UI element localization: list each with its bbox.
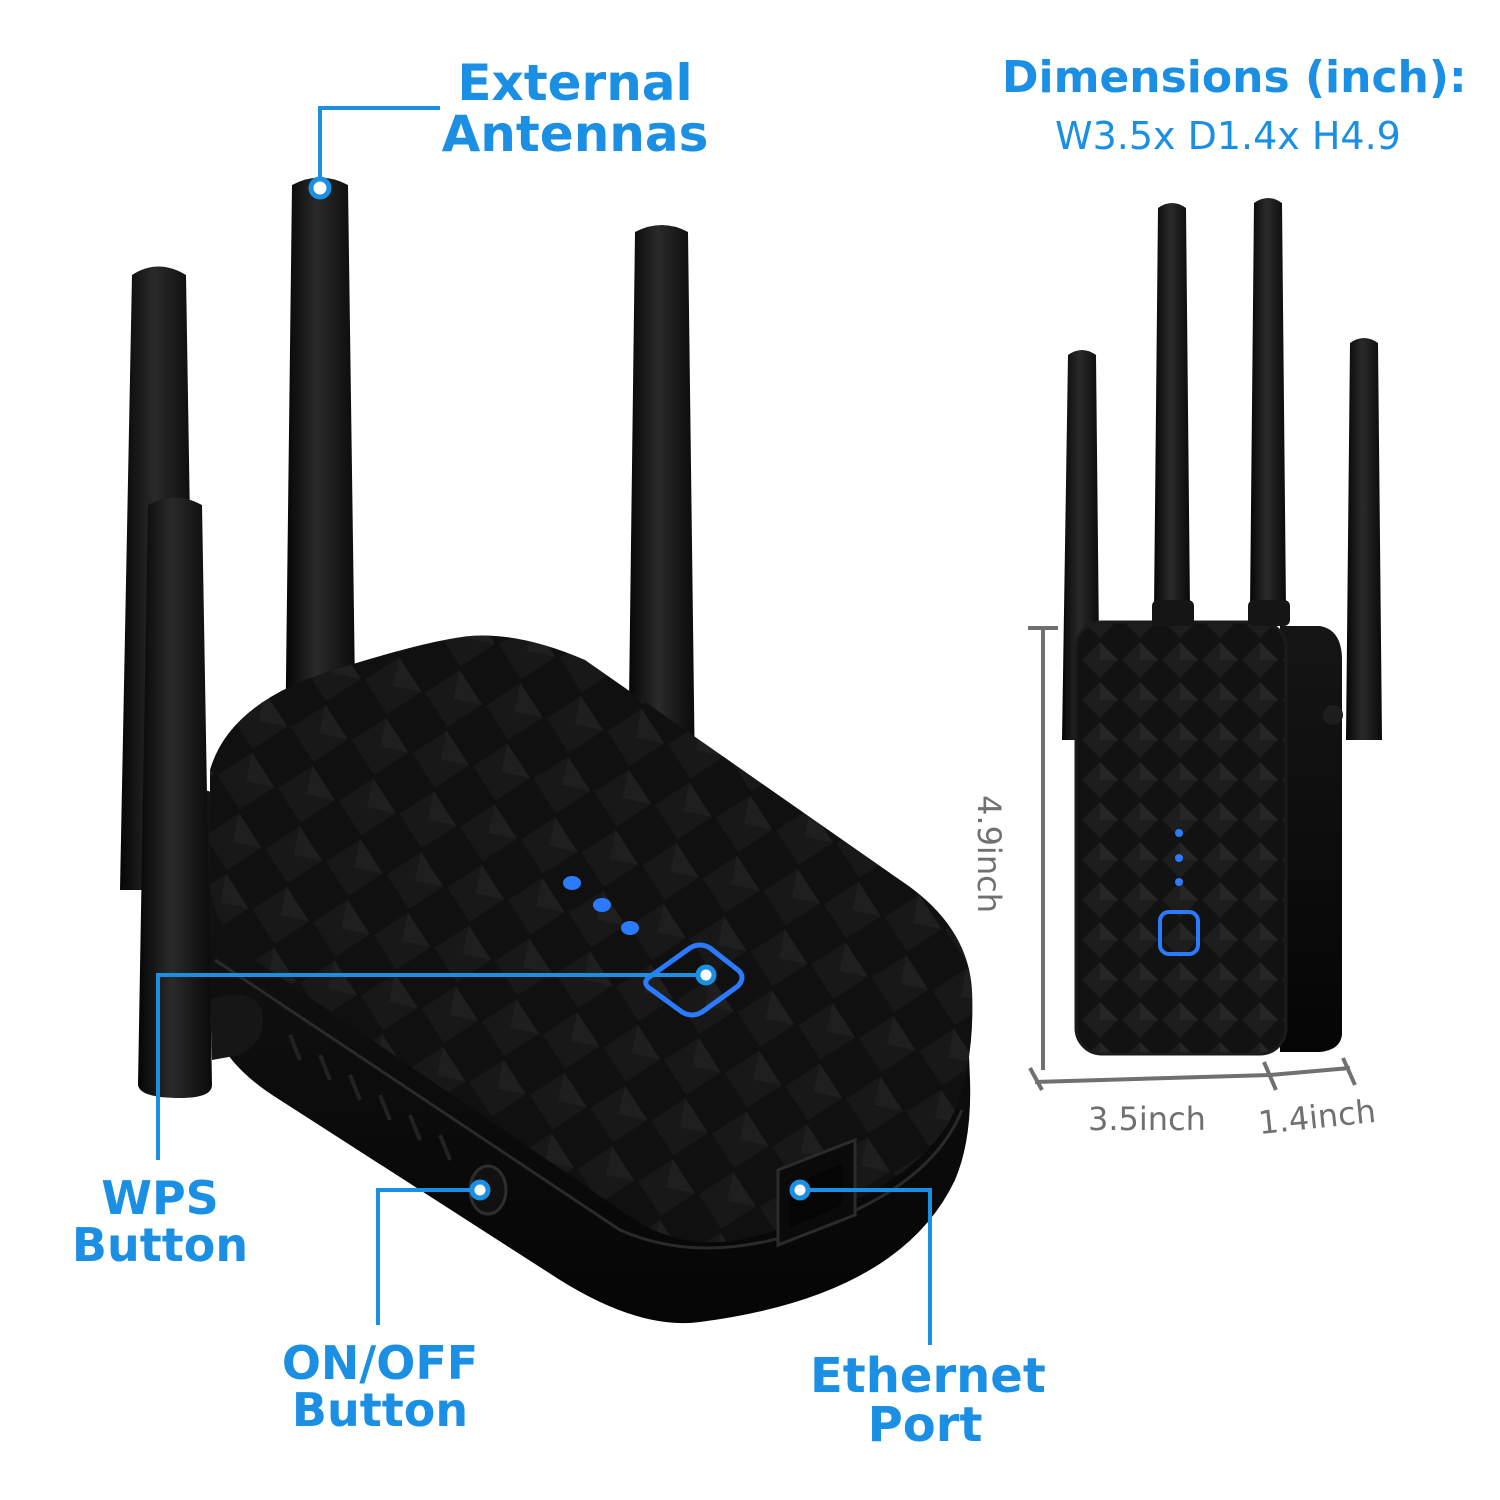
dimension-lines (1028, 626, 1357, 1091)
external-antennas-line2: Antennas (441, 105, 709, 163)
wps-button-line1: WPS (101, 1171, 219, 1225)
ethernet-port-label: Ethernet Port (810, 1348, 1046, 1453)
external-antennas-line1: External (457, 54, 693, 112)
dimensions-title: Dimensions (inch): (1002, 52, 1467, 103)
callout-lines (156, 106, 932, 1345)
on-off-button-label: ON/OFF Button (270, 1340, 490, 1434)
ethernet-port-line1: Ethernet (810, 1348, 1046, 1404)
antenna-back-right (628, 225, 695, 780)
extender-front-view (1062, 198, 1382, 1056)
antenna-front-left (138, 497, 264, 1098)
wps-button-label: WPS Button (60, 1175, 260, 1269)
wps-button-line2: Button (71, 1217, 249, 1272)
router-body (205, 635, 973, 1324)
dimensions-summary: W3.5x D1.4x H4.9 (1055, 114, 1401, 158)
ethernet-port-line2: Port (867, 1396, 983, 1453)
on-off-button-line2: Button (291, 1382, 469, 1437)
external-antennas-label: External Antennas (440, 58, 710, 160)
antenna-back-center (285, 177, 356, 760)
height-label: 4.9inch (969, 795, 1008, 913)
width-label: 3.5inch (1088, 1100, 1206, 1138)
callout-dots (308, 176, 811, 1201)
on-off-button-line1: ON/OFF (281, 1336, 479, 1390)
